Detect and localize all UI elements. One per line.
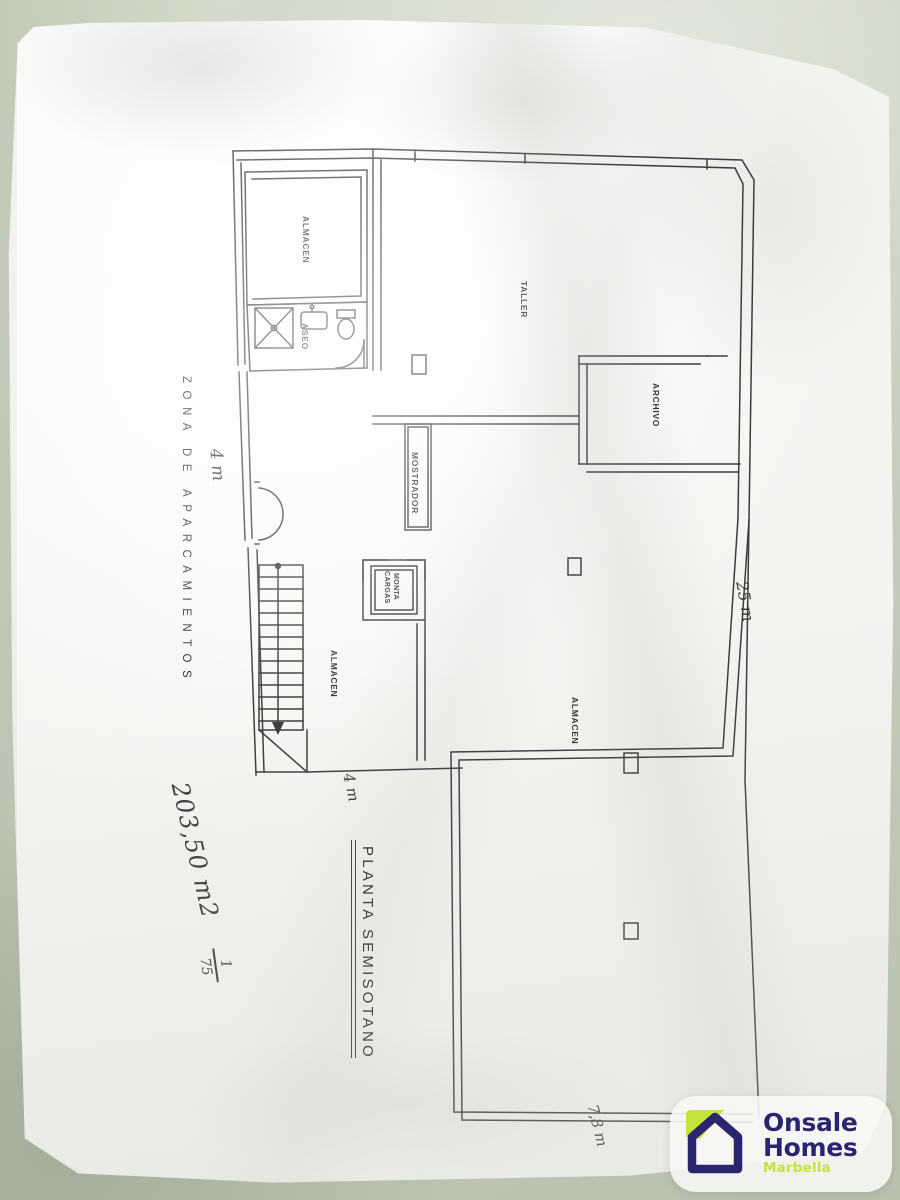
floor-plan-drawing bbox=[9, 20, 893, 1183]
lift-monta-cargas-core bbox=[374, 569, 414, 611]
window-taller bbox=[411, 354, 427, 375]
lift-monta-cargas-inner bbox=[370, 565, 418, 615]
logo-line-3: Marbella bbox=[763, 1160, 831, 1177]
wall-left-exterior-2 bbox=[240, 162, 246, 365]
wall-left-stair bbox=[247, 547, 257, 776]
door-entry-leaf-1 bbox=[258, 487, 284, 515]
counter-mostrador-inner bbox=[407, 426, 429, 528]
toilet-bowl bbox=[337, 318, 355, 340]
wall-right-lower bbox=[744, 519, 760, 1119]
sink-tap-head bbox=[309, 304, 315, 310]
lift-monta-cargas-outer bbox=[362, 559, 426, 621]
logo-mark bbox=[680, 1107, 754, 1181]
lift-shaft-right bbox=[406, 559, 426, 581]
wall-outer-inner bbox=[236, 157, 752, 1115]
logo-line-2: Homes bbox=[763, 1132, 858, 1162]
wall-left-lower-2 bbox=[246, 371, 253, 539]
column-1 bbox=[567, 557, 582, 576]
shower-cross bbox=[253, 306, 295, 350]
wall-left-lower bbox=[238, 371, 246, 541]
logo-line-1: Onsale bbox=[763, 1108, 858, 1138]
stair-arrow-head bbox=[272, 722, 284, 735]
shower-drain bbox=[270, 324, 278, 332]
wall-left-exterior bbox=[232, 150, 239, 366]
door-entry-frame bbox=[254, 481, 260, 545]
wall-bottom-left-block bbox=[255, 767, 463, 773]
house-outline-icon bbox=[687, 1112, 743, 1174]
shower-tray bbox=[254, 307, 294, 349]
door-entry-leaf-2 bbox=[258, 513, 284, 541]
title-underline bbox=[351, 840, 356, 1058]
counter-mostrador bbox=[404, 423, 432, 531]
sink bbox=[300, 311, 328, 330]
toilet-cistern bbox=[336, 309, 356, 319]
stair-landing-diagonal bbox=[257, 728, 309, 774]
room-almacen-top-inner bbox=[251, 176, 362, 300]
room-aseo bbox=[246, 301, 368, 372]
column-3 bbox=[623, 922, 639, 940]
room-almacen-top bbox=[244, 169, 368, 306]
paper-sheet: ALMACEN ASEO TALLER ARCHIVO MOSTRADOR MO… bbox=[8, 20, 894, 1183]
logo-wordmark: Onsale Homes Marbella bbox=[763, 1108, 858, 1177]
stair-arrow-dot bbox=[274, 562, 282, 570]
wall-outer bbox=[232, 148, 755, 1123]
watermark-logo: Onsale Homes Marbella bbox=[670, 1096, 892, 1192]
door-aseo bbox=[335, 339, 365, 369]
column-2 bbox=[623, 752, 639, 774]
handwriting-scale: 1 75 bbox=[196, 946, 236, 985]
lift-shaft-left bbox=[362, 559, 388, 581]
